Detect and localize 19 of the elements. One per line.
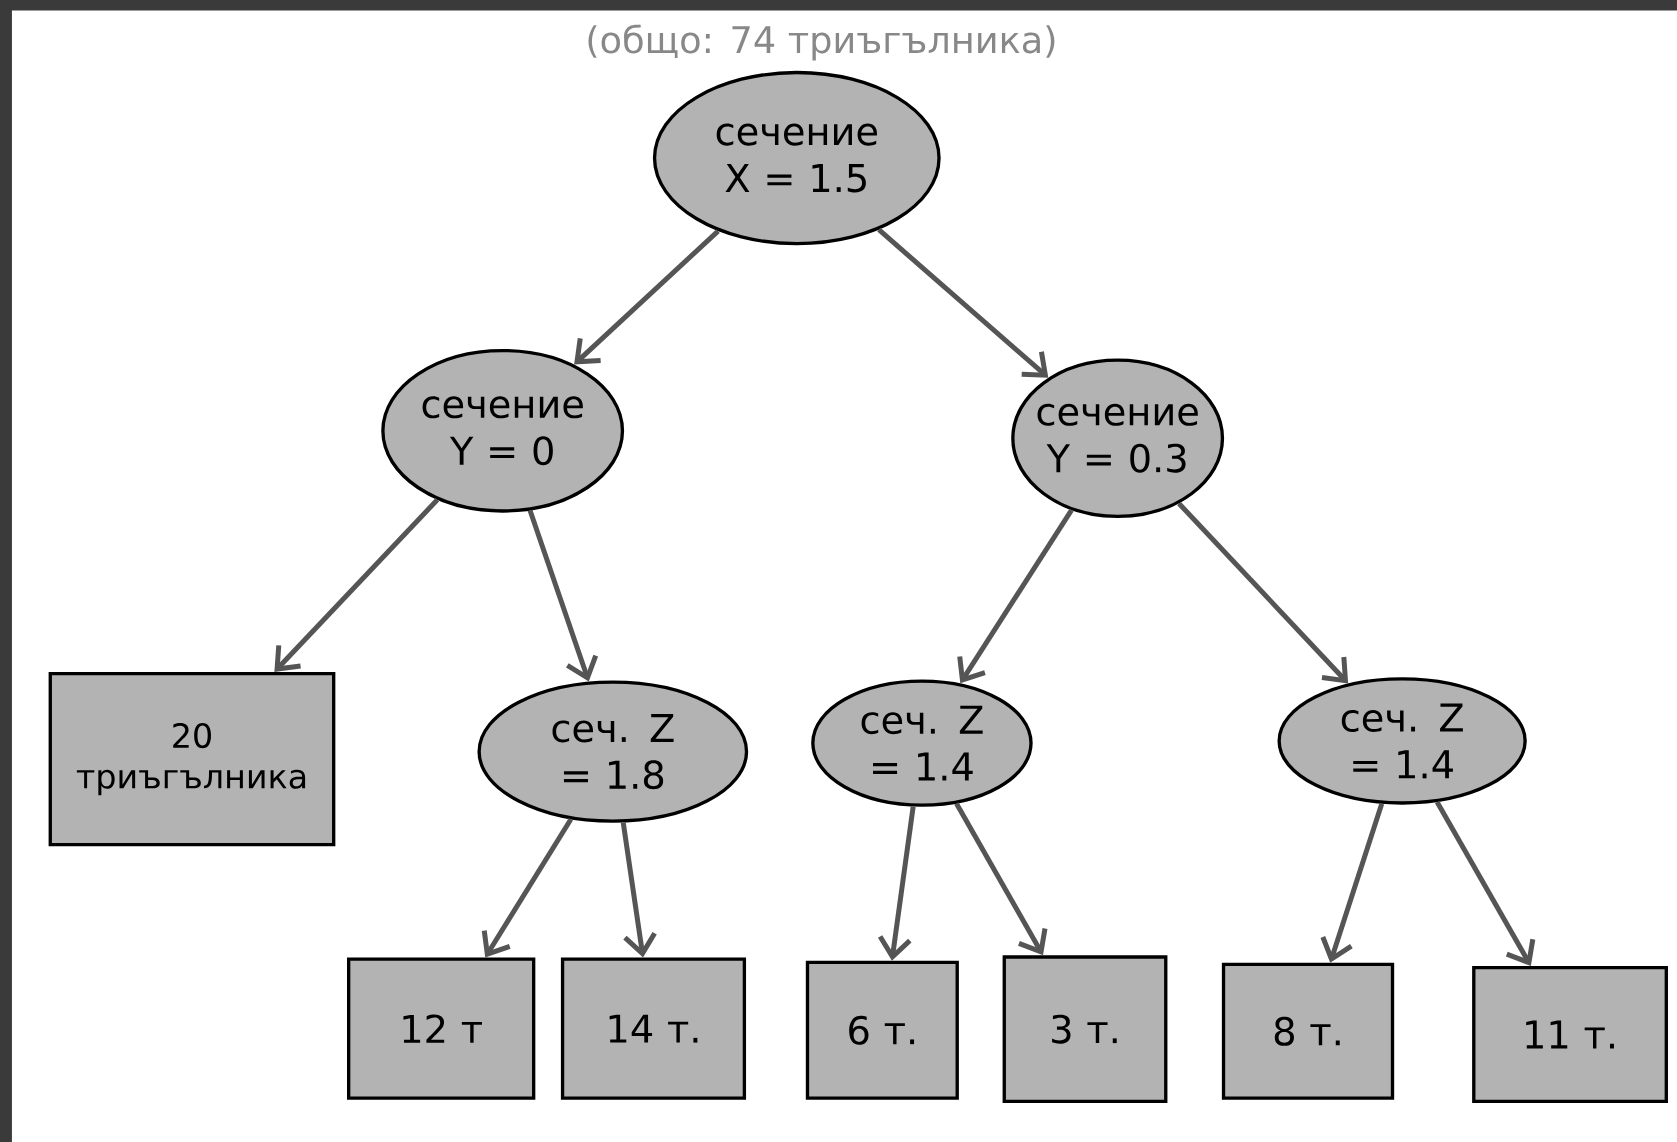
arrow bbox=[954, 802, 1048, 956]
leaf-box: 3 т. bbox=[1002, 955, 1168, 1104]
arrow bbox=[877, 227, 1049, 378]
arrow bbox=[1177, 501, 1349, 684]
leaf-box: 8 т. bbox=[1221, 962, 1395, 1100]
arrow bbox=[878, 806, 916, 961]
leaf-box: 12 т bbox=[347, 957, 536, 1100]
leaf-box: 20 триъгълника bbox=[48, 671, 336, 847]
arrow bbox=[527, 509, 599, 682]
leaf-box: 14 т. bbox=[560, 957, 747, 1100]
arrow bbox=[620, 822, 657, 958]
arrow bbox=[274, 498, 440, 672]
arrow bbox=[957, 508, 1074, 684]
arrow bbox=[1320, 803, 1385, 963]
arrow bbox=[574, 229, 720, 365]
leaf-box: 11 т. bbox=[1472, 966, 1668, 1104]
arrow bbox=[481, 818, 573, 958]
leaf-box: 6 т. bbox=[805, 960, 959, 1100]
arrow bbox=[1434, 800, 1536, 966]
